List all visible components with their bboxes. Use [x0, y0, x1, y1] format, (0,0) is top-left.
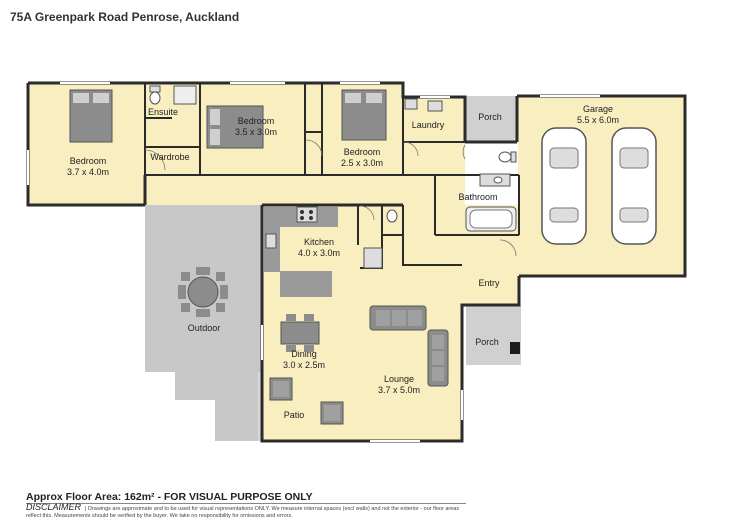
room-size: 3.7 x 4.0m — [67, 167, 109, 177]
bed-icon — [341, 89, 387, 141]
porch-top-area — [466, 96, 517, 142]
stove-icon — [296, 206, 318, 223]
disclaimer: DISCLAIMER| Drawings are approximate and… — [26, 502, 466, 520]
disclaimer-text: | Drawings are approximate and to be use… — [26, 506, 460, 519]
sink-icon — [173, 85, 511, 269]
room-name: Wardrobe — [150, 152, 189, 162]
walls — [26, 81, 687, 443]
room-name: Dining — [291, 349, 317, 359]
property-address: 75A Greenpark Road Penrose, Auckland — [10, 10, 240, 24]
room-name: Kitchen — [304, 237, 334, 247]
chair-icon — [269, 377, 293, 401]
room-size: 5.5 x 6.0m — [577, 115, 619, 125]
sofa-icon — [427, 329, 449, 387]
room-name: Entry — [478, 278, 500, 288]
room-name: Bedroom — [238, 116, 275, 126]
room-name: Porch — [475, 337, 499, 347]
floor-area-note: Approx Floor Area: 162m² - FOR VISUAL PU… — [26, 491, 313, 503]
room-name: Ensuite — [148, 107, 178, 117]
room-name: Bedroom — [344, 147, 381, 157]
footer-divider — [26, 503, 466, 504]
car-icon — [611, 127, 657, 245]
outdoor-area — [145, 205, 262, 441]
table-icon — [280, 314, 320, 352]
door-swings — [144, 139, 517, 257]
room-name: Lounge — [384, 374, 414, 384]
porch-bottom-area — [466, 305, 521, 365]
disclaimer-heading: DISCLAIMER — [26, 502, 82, 512]
room-size: 3.5 x 3.0m — [235, 127, 277, 137]
room-size: 2.5 x 3.0m — [341, 158, 383, 168]
chair-icon — [320, 401, 344, 425]
toilet-icon — [498, 151, 517, 163]
room-name: Patio — [284, 410, 305, 420]
bed-icon — [69, 89, 113, 143]
toilet-icon — [149, 85, 161, 105]
table-icon — [178, 267, 228, 317]
windows — [27, 82, 600, 442]
sofa-icon — [369, 305, 427, 331]
room-size: 4.0 x 3.0m — [298, 248, 340, 258]
floor-plan: Bedroom 3.7 x 4.0m Ensuite Wardrobe Bedr… — [26, 81, 687, 443]
car-icon — [541, 127, 587, 245]
room-name: Porch — [478, 112, 502, 122]
room-size: 3.0 x 2.5m — [283, 360, 325, 370]
room-name: Outdoor — [188, 323, 221, 333]
porch-step — [510, 342, 520, 354]
toilet-icon — [386, 209, 398, 223]
bath-icon — [465, 206, 517, 232]
bed-icon — [206, 105, 264, 149]
room-name: Bathroom — [458, 192, 497, 202]
room-name: Bedroom — [70, 156, 107, 166]
room-size: 3.7 x 5.0m — [378, 385, 420, 395]
room-name: Garage — [583, 104, 613, 114]
room-name: Laundry — [412, 120, 445, 130]
